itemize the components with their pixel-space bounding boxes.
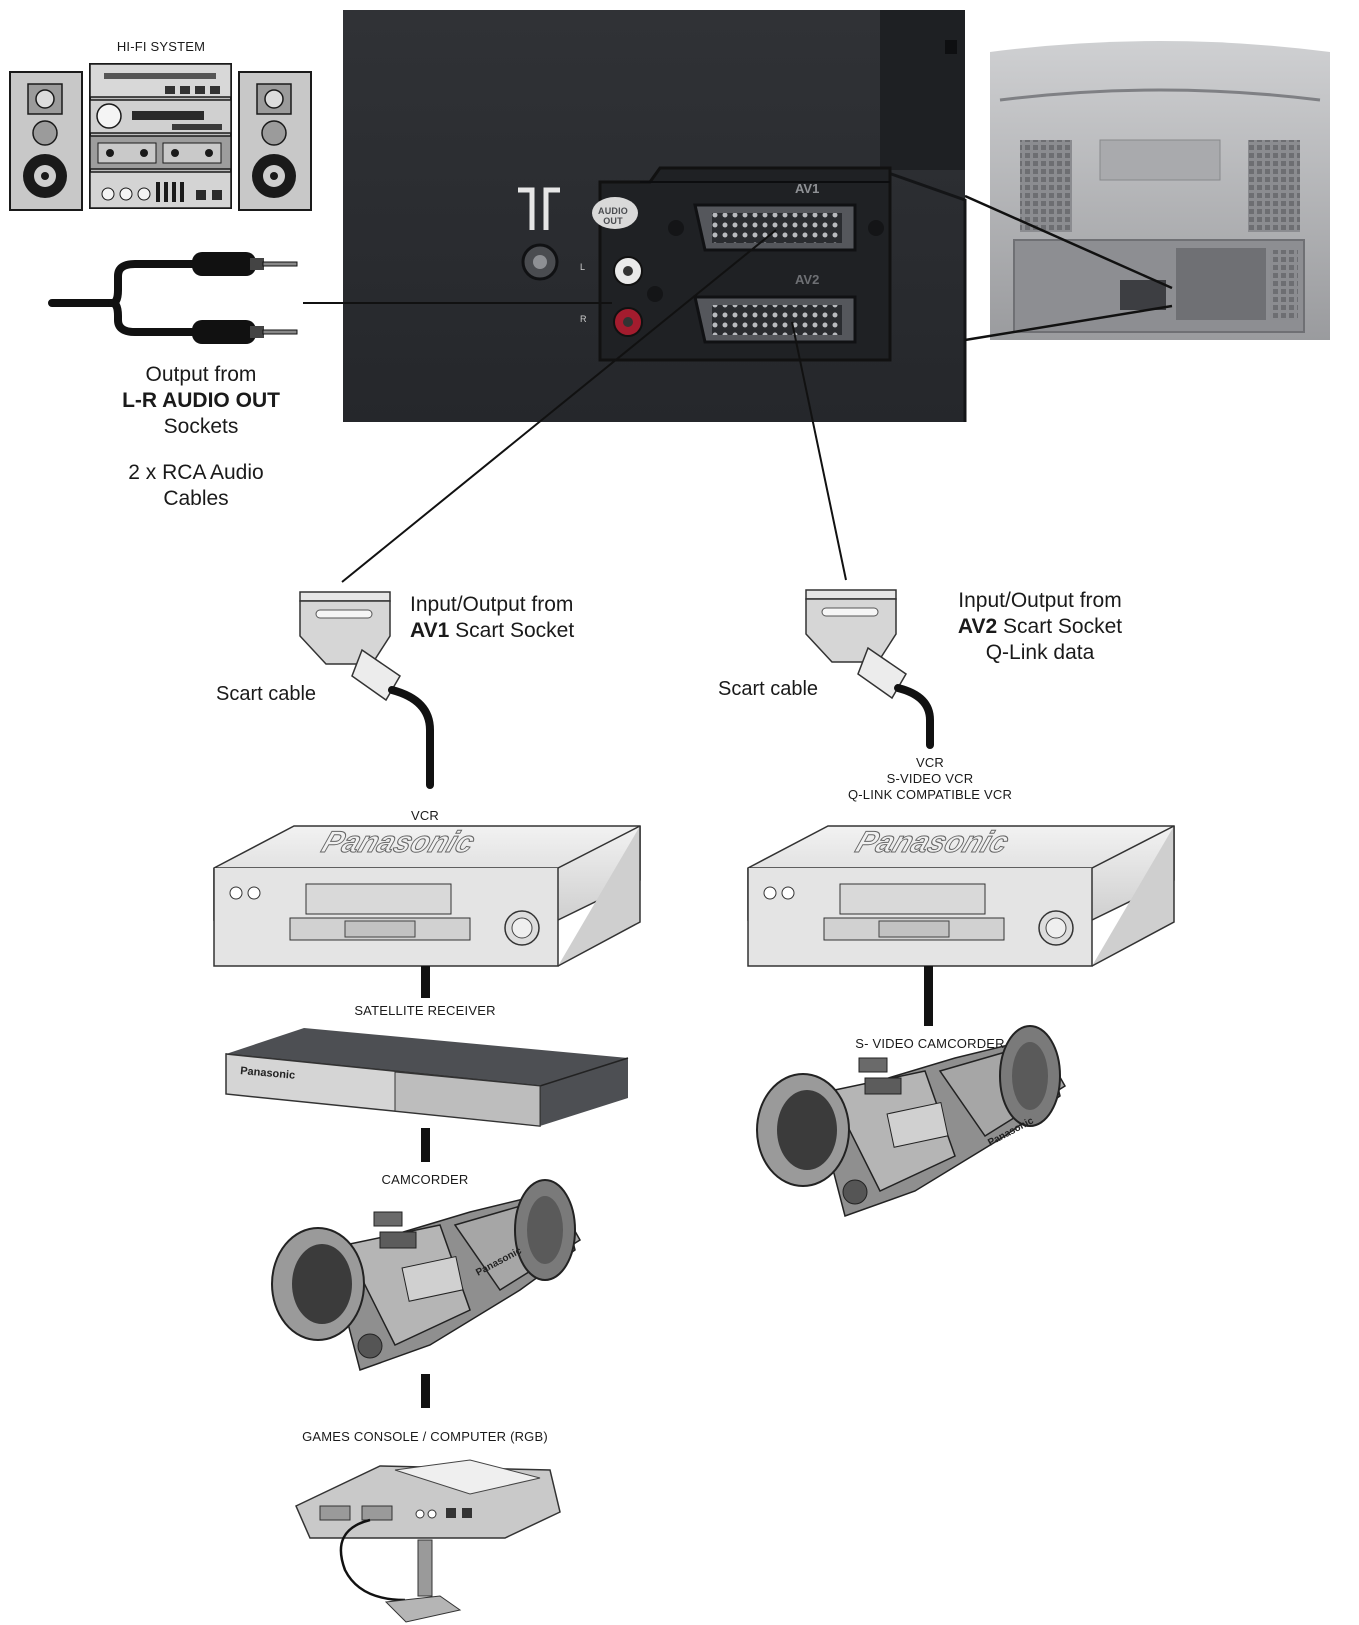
vcr-av2-line2: S-VIDEO VCR (886, 771, 974, 786)
left-speaker (9, 71, 83, 211)
av2-heading: Input/Output from AV2 Scart Socket Q-Lin… (930, 588, 1150, 666)
av1-heading-bold: AV1 (410, 619, 450, 642)
rca-cable-caption: 2 x RCA Audio Cables (86, 460, 306, 512)
vcr-brand-logo: Panasonic (851, 825, 1013, 859)
satellite-brand-badge: Panasonic (240, 1065, 296, 1082)
av2-heading-rest: Scart Socket (997, 615, 1123, 638)
audio-out-badge (592, 197, 638, 229)
scart-socket-av2 (693, 295, 857, 344)
device-label-s-video-camcorder: S- VIDEO CAMCORDER (855, 1036, 1005, 1051)
audio-output-caption: Output from L-R AUDIO OUT Sockets (86, 362, 316, 440)
av2-heading-line2: AV2 Scart Socket (930, 614, 1150, 640)
scart-plug-av2 (805, 589, 934, 749)
svg-text:L: L (580, 262, 585, 272)
device-label-vcr: VCR (410, 808, 440, 823)
av1-heading: Input/Output from AV1 Scart Socket (410, 592, 620, 644)
av1-heading-rest: Scart Socket (449, 619, 575, 642)
av1-scart-cable-label: Scart cable (216, 683, 317, 705)
vcr-av1: Panasonic (213, 824, 641, 967)
av1-socket-label: AV1 (795, 181, 819, 196)
audio-output-line3: Sockets (163, 415, 239, 438)
hifi-system-label: HI-FI SYSTEM (116, 39, 206, 54)
vcr-av2-line3: Q-LINK COMPATIBLE VCR (847, 787, 1013, 802)
scart-socket-av1 (668, 203, 884, 252)
rca-cable-line2: Cables (163, 487, 229, 510)
av2-socket-label: AV2 (795, 272, 819, 287)
vcr-av2: Panasonic (747, 824, 1175, 967)
tv-rear-panel-closeup: L R AV1 AV2 (343, 10, 967, 422)
scart-plug-av1 (299, 591, 434, 789)
antenna-icon (518, 187, 560, 230)
av1-heading-line2: AV1 Scart Socket (410, 618, 620, 644)
audio-out-text: AUDIO OUT (598, 206, 628, 226)
svg-text:R: R (580, 314, 587, 324)
hifi-system-illustration (9, 63, 312, 211)
av2-heading-line3: Q-Link data (985, 641, 1095, 664)
tv-rear-view (990, 41, 1330, 340)
hifi-stack (89, 63, 232, 209)
av2-heading-line1: Input/Output from (958, 589, 1122, 612)
audio-output-line1: Output from (145, 363, 257, 386)
right-speaker (238, 71, 312, 211)
device-label-camcorder: CAMCORDER (381, 1172, 469, 1187)
av2-scart-cable-label: Scart cable (718, 678, 819, 700)
av2-heading-bold: AV2 (957, 615, 998, 638)
av1-heading-line1: Input/Output from (410, 593, 574, 616)
satellite-receiver: Panasonic (225, 1028, 629, 1127)
vcr-brand-logo: Panasonic (317, 825, 479, 859)
vcr-av2-caption: VCR S-VIDEO VCR Q-LINK COMPATIBLE VCR (800, 755, 1060, 803)
games-console (295, 1459, 561, 1623)
audio-output-line2: L-R AUDIO OUT (122, 389, 280, 412)
rca-cable-line1: 2 x RCA Audio (128, 461, 264, 484)
device-label-games-console: GAMES CONSOLE / COMPUTER (RGB) (302, 1429, 548, 1444)
rca-audio-cable (48, 252, 298, 344)
camcorder-av1: Panasonic (271, 1179, 582, 1371)
device-label-satellite-receiver: SATELLITE RECEIVER (354, 1003, 496, 1018)
camcorder-av2: Panasonic (756, 1025, 1067, 1217)
vcr-av2-line1: VCR (915, 755, 945, 770)
